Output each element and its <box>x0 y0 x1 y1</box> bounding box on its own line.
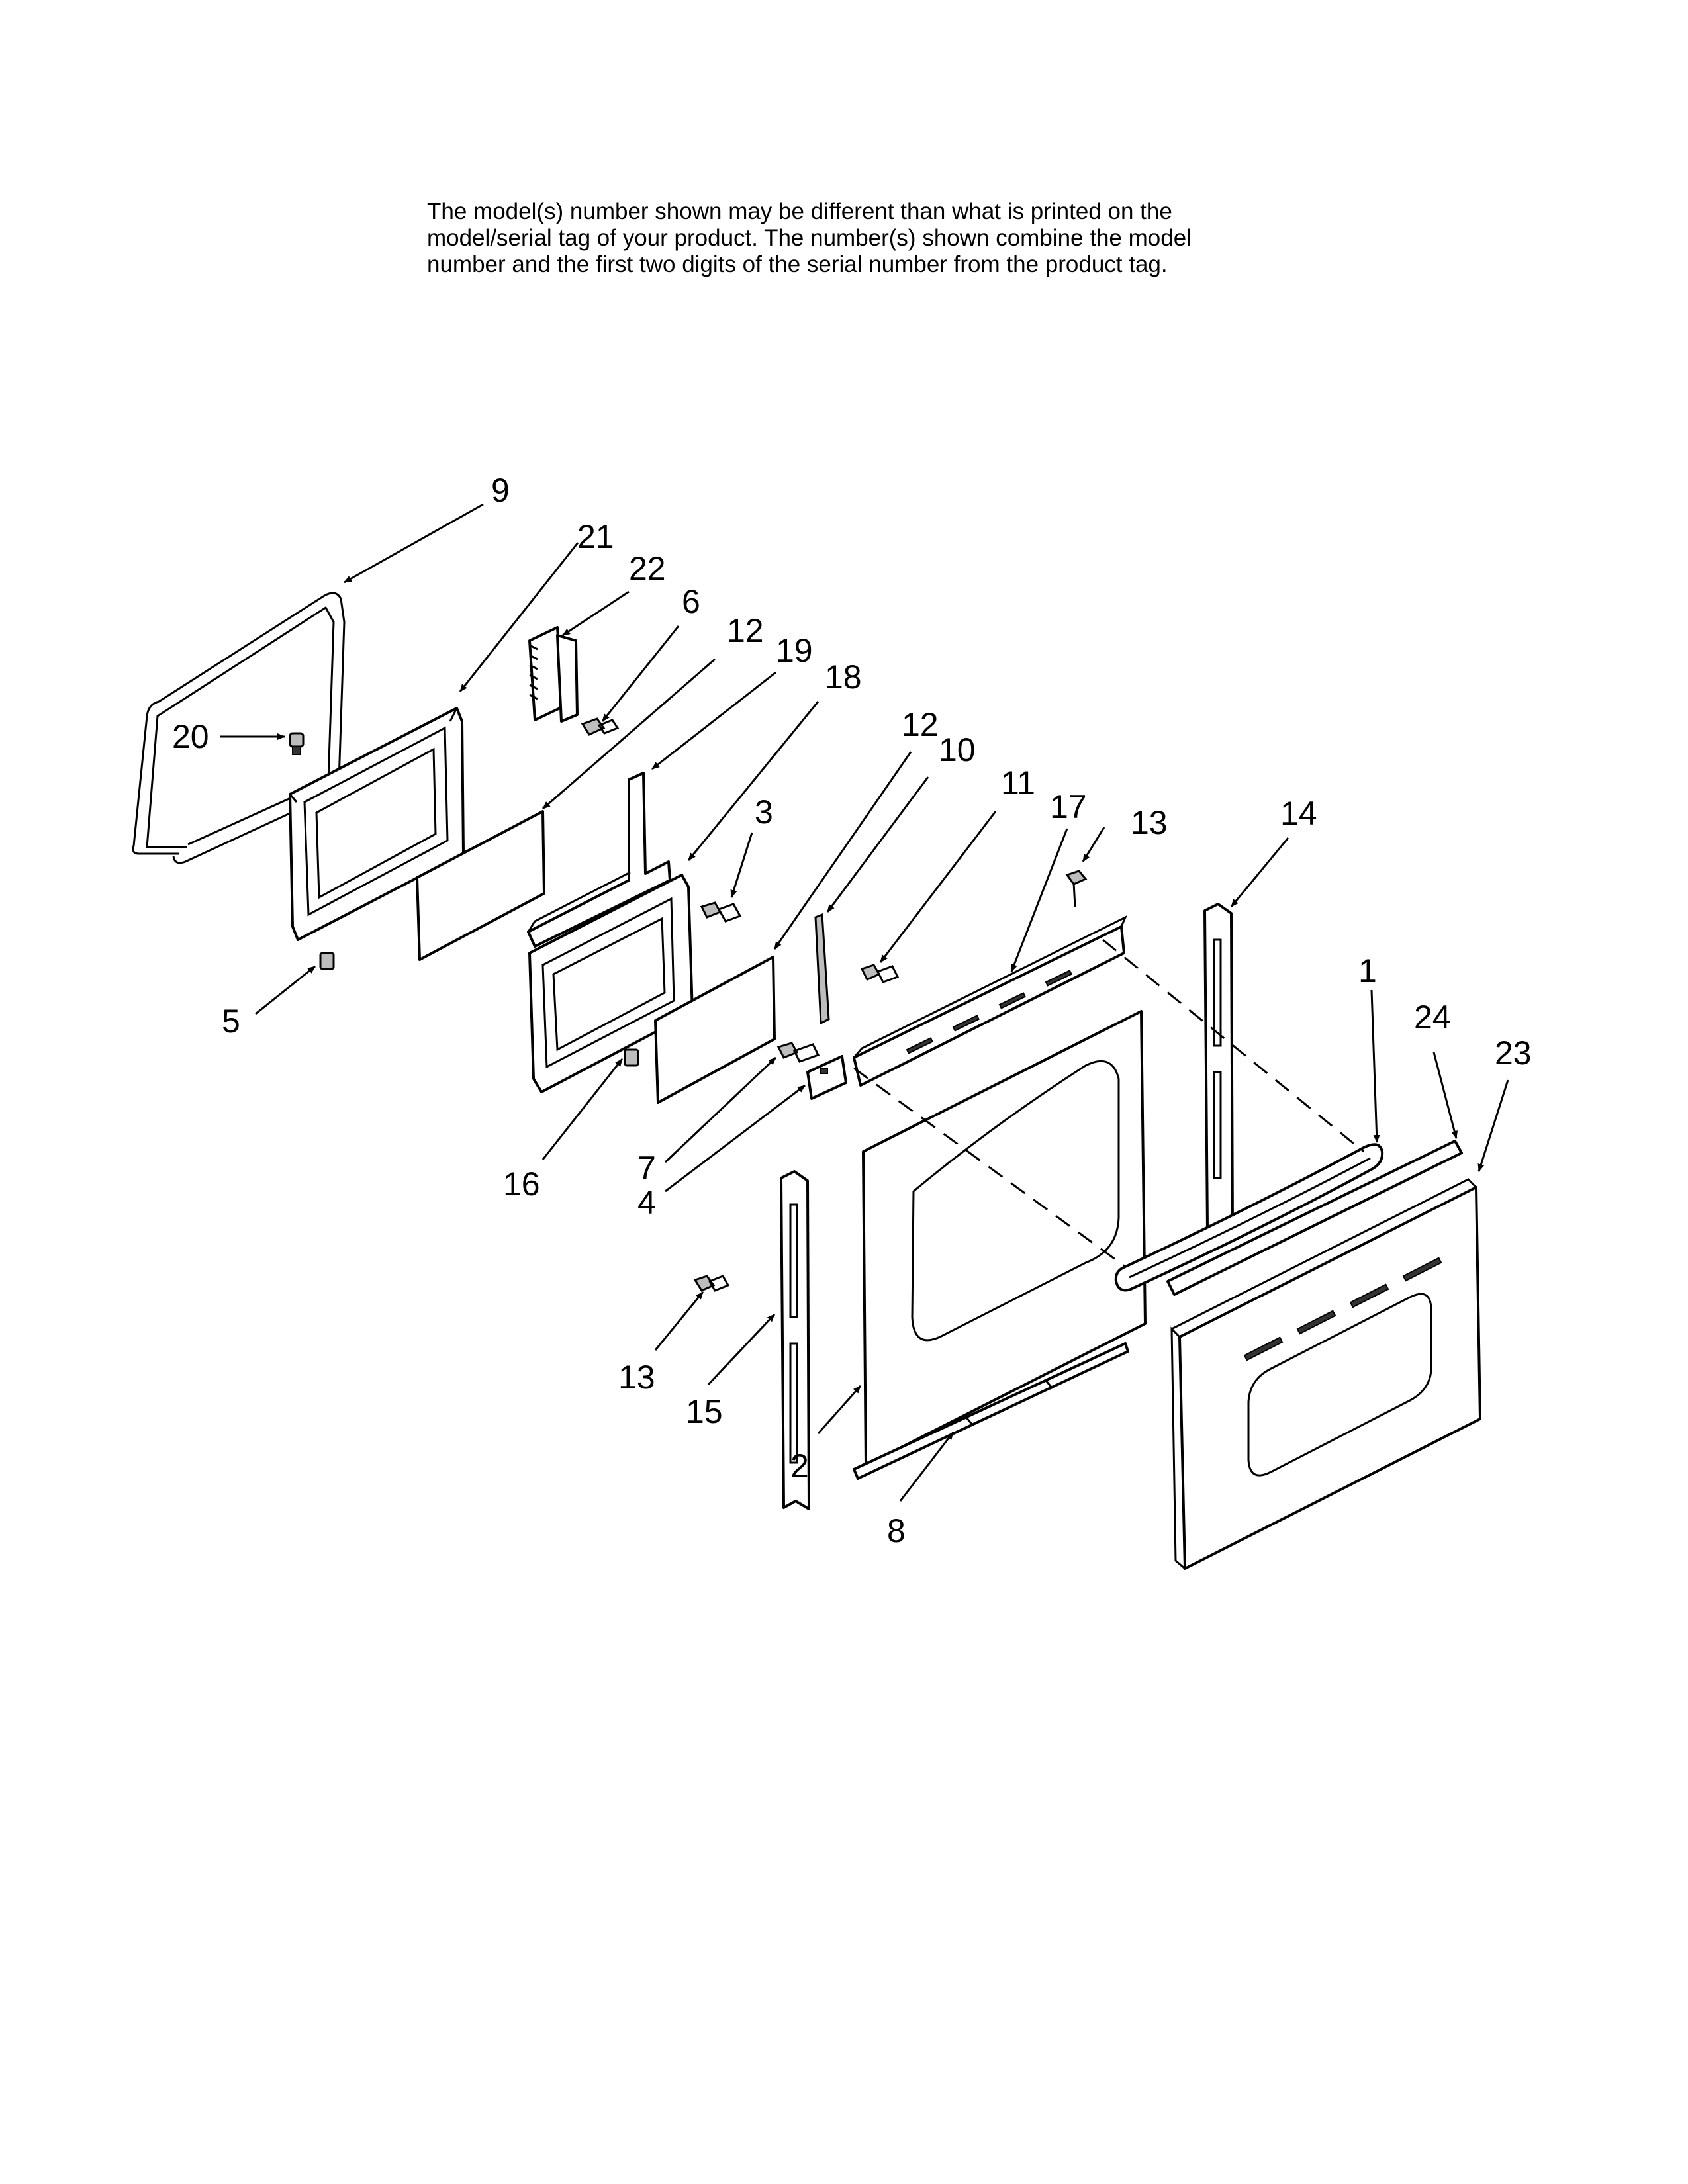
screw-11-part <box>860 964 900 983</box>
notice-line-3: number and the first two digits of the s… <box>427 251 1168 277</box>
callout-12-upper: 12 <box>727 612 764 649</box>
clip-5-part <box>319 952 335 970</box>
leader-lines <box>220 503 1509 1502</box>
callout-3: 3 <box>755 794 773 831</box>
callout-18: 18 <box>825 659 862 696</box>
callout-16: 16 <box>503 1165 540 1203</box>
hinge-bracket-part <box>806 1055 847 1100</box>
callout-19: 19 <box>776 632 813 669</box>
callout-1: 1 <box>1358 952 1377 989</box>
callout-numbers: 9 21 22 6 12 19 18 20 3 12 10 11 17 13 1… <box>172 472 1532 1549</box>
outer-door-glass-part <box>862 1010 1147 1467</box>
callout-2: 2 <box>790 1447 809 1484</box>
callout-6: 6 <box>682 583 700 620</box>
callout-5: 5 <box>222 1003 240 1040</box>
door-handle-part <box>1114 1143 1384 1292</box>
screw-13-lower-part <box>693 1275 730 1292</box>
clip-16-part <box>624 1048 639 1067</box>
gasket-clip-part <box>289 732 305 755</box>
callout-22: 22 <box>629 550 666 587</box>
notice-line-1: The model(s) number shown may be differe… <box>427 199 1172 224</box>
bottom-trim-part <box>853 1342 1129 1480</box>
spacer-strip-part <box>814 913 830 1025</box>
glass-panel-upper-part <box>416 810 545 961</box>
screw-3-part <box>700 901 742 923</box>
callout-17: 17 <box>1050 788 1087 825</box>
callout-24: 24 <box>1414 999 1451 1036</box>
callout-8: 8 <box>887 1512 906 1549</box>
top-vent-channel-part <box>853 915 1127 1087</box>
callout-12-lower: 12 <box>902 706 939 743</box>
callout-21: 21 <box>577 518 614 555</box>
callout-10: 10 <box>939 731 976 768</box>
assembly-lines <box>853 938 1364 1268</box>
callout-13-upper: 13 <box>1131 804 1168 841</box>
left-side-trim-part <box>780 1170 810 1510</box>
screw-6-part <box>581 717 620 736</box>
callout-14: 14 <box>1280 795 1317 832</box>
handle-trim-part <box>1166 1140 1463 1296</box>
callout-11: 11 <box>1001 764 1035 801</box>
callout-9: 9 <box>491 472 510 509</box>
model-number-notice: The model(s) number shown may be differe… <box>427 199 1354 278</box>
notice-line-2: model/serial tag of your product. The nu… <box>427 225 1192 251</box>
hinge-vent-part <box>528 626 579 723</box>
hinge-pin-part <box>776 1042 820 1063</box>
callout-7: 7 <box>637 1150 656 1187</box>
callout-4: 4 <box>637 1184 656 1221</box>
callout-15: 15 <box>686 1393 723 1430</box>
screw-13-upper-part <box>1065 870 1088 907</box>
glass-panel-lower-part <box>654 956 776 1104</box>
outer-door-panel-part <box>1170 1178 1481 1570</box>
callout-20: 20 <box>172 718 209 755</box>
right-side-trim-part <box>1203 903 1234 1232</box>
callout-13-lower: 13 <box>618 1359 655 1396</box>
callout-23: 23 <box>1495 1034 1532 1071</box>
